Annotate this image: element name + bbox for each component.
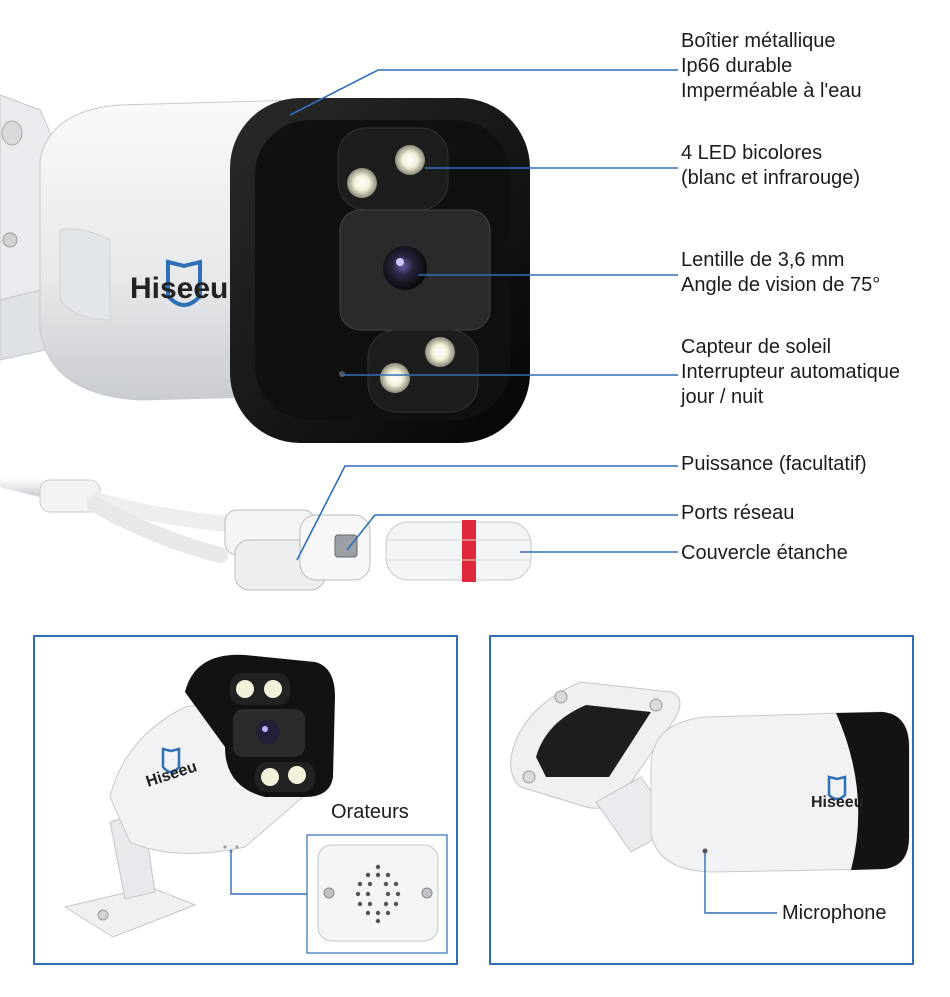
callout-lens: Lentille de 3,6 mm Angle de vision de 75… bbox=[681, 248, 880, 298]
microphone-panel: Hiseeu Microphone bbox=[489, 635, 914, 965]
speaker-grille-small bbox=[223, 845, 239, 853]
led-icon bbox=[425, 337, 455, 367]
sun-sensor-icon bbox=[339, 371, 345, 377]
brand-text-side: Hiseeu bbox=[811, 794, 863, 811]
callout-power-line-1: Puissance (facultatif) bbox=[681, 453, 867, 475]
brand-text: Hiseeu bbox=[130, 272, 228, 305]
camera-face-side bbox=[836, 712, 909, 870]
camera-face bbox=[230, 98, 530, 443]
waterproof-cover bbox=[385, 520, 532, 582]
leader-lines bbox=[289, 69, 678, 561]
hiseeu-logo: Hiseeu bbox=[130, 259, 228, 307]
callout-housing-line-2: Ip66 durable bbox=[681, 55, 793, 77]
speaker-label: Orateurs bbox=[331, 801, 409, 823]
led-icon bbox=[347, 168, 377, 198]
microphone-label: Microphone bbox=[782, 902, 887, 924]
wall-mount-base bbox=[63, 886, 197, 938]
callout-cover: Couvercle étanche bbox=[681, 541, 848, 566]
rj45-port-icon bbox=[334, 534, 358, 558]
callout-housing: Boîtier métallique Ip66 durable Imperméa… bbox=[681, 29, 862, 104]
callout-lens-line-2: Angle de vision de 75° bbox=[681, 274, 881, 296]
speaker-panel-illustration: Hiseeu bbox=[63, 654, 448, 954]
callout-led-line-1: 4 LED bicolores bbox=[681, 142, 823, 164]
speaker-panel: Hiseeu Orateurs bbox=[33, 635, 458, 965]
callout-ports-line-1: Ports réseau bbox=[681, 502, 795, 524]
callout-power: Puissance (facultatif) bbox=[681, 452, 867, 477]
callout-housing-line-1: Boîtier métallique bbox=[681, 30, 836, 52]
callout-housing-line-3: Imperméable à l'eau bbox=[681, 80, 862, 102]
led-icon bbox=[395, 145, 425, 175]
seal-band bbox=[462, 520, 476, 582]
cables bbox=[0, 469, 371, 591]
microphone-icon bbox=[702, 848, 708, 854]
lens-icon bbox=[383, 246, 427, 290]
callout-cover-line-1: Couvercle étanche bbox=[681, 542, 848, 564]
callout-sensor: Capteur de soleil Interrupteur automatiq… bbox=[681, 335, 900, 410]
callout-sensor-line-3: jour / nuit bbox=[681, 386, 764, 408]
callout-led-line-2: (blanc et infrarouge) bbox=[681, 167, 860, 189]
microphone-panel-illustration: Hiseeu bbox=[510, 681, 910, 914]
hiseeu-logo-small bbox=[161, 747, 181, 774]
callout-sensor-line-1: Capteur de soleil bbox=[681, 336, 832, 358]
callout-led: 4 LED bicolores (blanc et infrarouge) bbox=[681, 141, 860, 191]
callout-lens-line-1: Lentille de 3,6 mm bbox=[681, 249, 845, 271]
speaker-icon bbox=[355, 864, 401, 924]
callout-ports: Ports réseau bbox=[681, 501, 794, 526]
wall-plate-recess bbox=[536, 705, 651, 777]
led-icon bbox=[380, 363, 410, 393]
callout-sensor-line-2: Interrupteur automatique bbox=[681, 361, 901, 383]
hiseeu-logo-side bbox=[827, 775, 847, 801]
